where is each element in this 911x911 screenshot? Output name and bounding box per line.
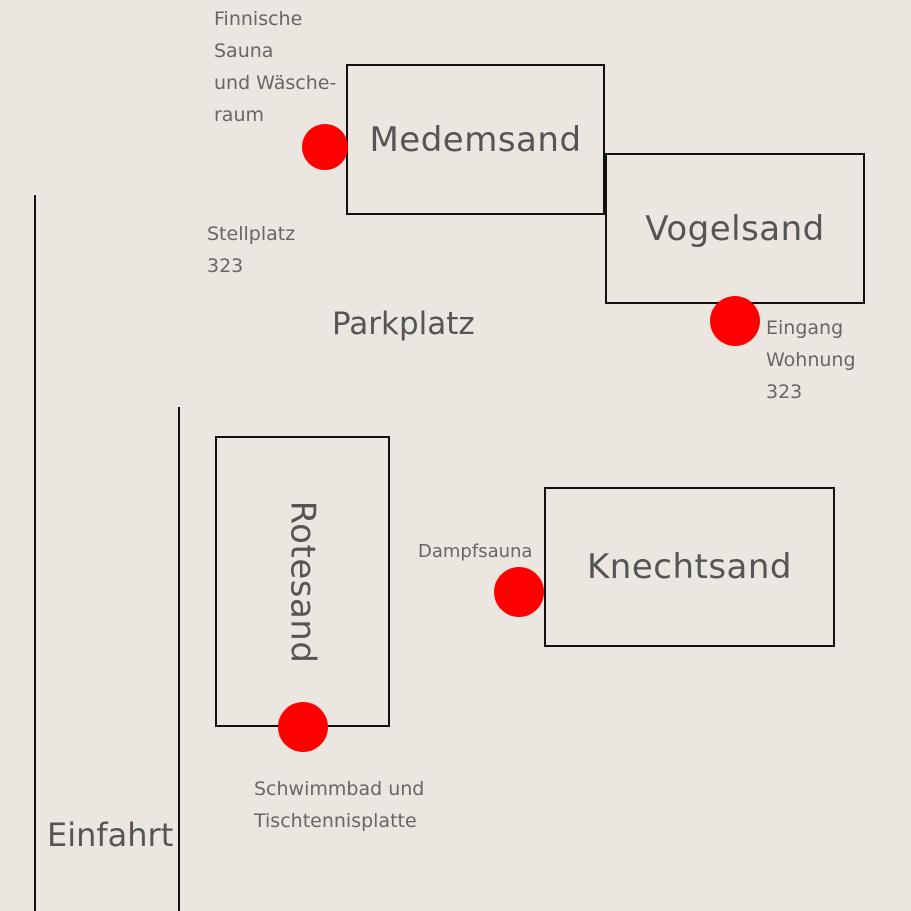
marker-eingang-wohnung xyxy=(710,296,760,346)
label-schwimmbad: Schwimmbad und Tischtennisplatte xyxy=(254,773,424,837)
building-label-knechtsand: Knechtsand xyxy=(586,547,792,587)
label-parkplatz: Parkplatz xyxy=(332,306,475,342)
building-vogelsand: Vogelsand xyxy=(605,153,865,304)
building-medemsand: Medemsand xyxy=(346,64,605,215)
building-label-vogelsand: Vogelsand xyxy=(645,208,825,249)
building-label-medemsand: Medemsand xyxy=(369,119,582,160)
label-stellplatz: Stellplatz 323 xyxy=(207,218,295,282)
left-road-line xyxy=(34,195,36,911)
label-finnische-sauna: Finnische Sauna und Wäsche- raum xyxy=(214,3,336,131)
building-rotesand: Rotesand xyxy=(215,436,390,727)
label-schwimmbad-line-2: Tischtennisplatte xyxy=(254,810,417,832)
label-eingang-wohnung: Eingang Wohnung 323 xyxy=(766,312,856,408)
marker-schwimmbad xyxy=(278,702,328,752)
building-label-rotesand: Rotesand xyxy=(282,500,323,663)
label-finnische-sauna-line-2: Sauna xyxy=(214,40,274,62)
marker-dampfsauna xyxy=(494,567,544,617)
building-knechtsand: Knechtsand xyxy=(544,487,835,647)
label-eingang-wohnung-line-3: 323 xyxy=(766,381,803,403)
label-finnische-sauna-line-4: raum xyxy=(214,104,265,126)
label-schwimmbad-line-1: Schwimmbad und xyxy=(254,778,425,800)
label-stellplatz-line-1: Stellplatz xyxy=(207,223,296,245)
inner-road-line xyxy=(178,407,180,911)
label-einfahrt: Einfahrt xyxy=(47,816,174,854)
label-stellplatz-line-2: 323 xyxy=(207,255,244,277)
label-finnische-sauna-line-3: und Wäsche- xyxy=(214,72,337,94)
label-dampfsauna: Dampfsauna xyxy=(418,541,533,562)
label-eingang-wohnung-line-1: Eingang xyxy=(766,317,844,339)
label-finnische-sauna-line-1: Finnische xyxy=(214,8,303,30)
label-eingang-wohnung-line-2: Wohnung xyxy=(766,349,856,371)
marker-finnische-sauna xyxy=(302,124,348,170)
